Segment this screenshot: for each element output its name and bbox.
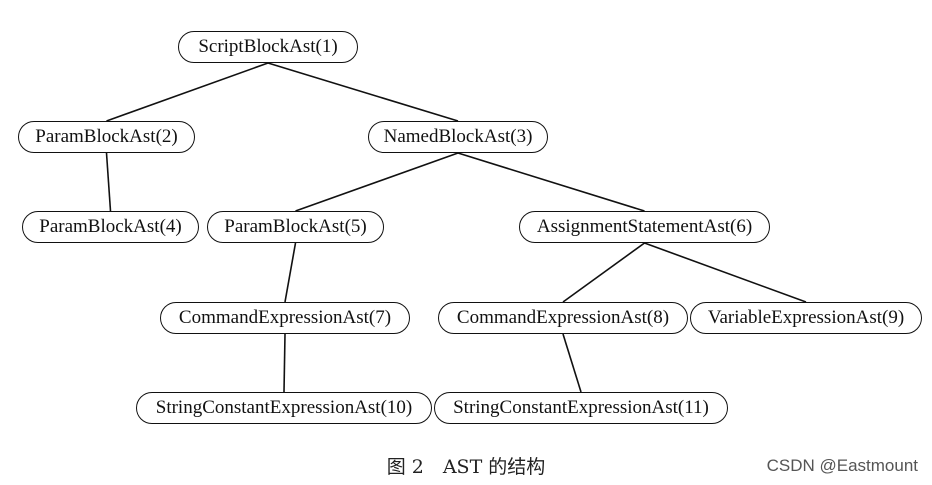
node-named-block-ast: NamedBlockAst(3) bbox=[368, 121, 548, 153]
edge-n6-n8 bbox=[562, 242, 645, 303]
figure-caption: 图 2 AST 的结构 bbox=[386, 456, 546, 478]
node-param-block-ast-5: ParamBlockAst(5) bbox=[207, 211, 384, 243]
node-script-block-ast: ScriptBlockAst(1) bbox=[178, 31, 358, 63]
watermark: CSDN @Eastmount bbox=[766, 456, 918, 475]
edge-n7-n10 bbox=[283, 333, 286, 393]
edge-n8-n11 bbox=[562, 333, 582, 393]
edge-n1-n2 bbox=[106, 62, 269, 122]
node-command-expression-ast-8: CommandExpressionAst(8) bbox=[438, 302, 688, 334]
edge-n1-n3 bbox=[267, 62, 459, 122]
node-string-constant-expression-ast-11: StringConstantExpressionAst(11) bbox=[434, 392, 728, 424]
node-command-expression-ast-7: CommandExpressionAst(7) bbox=[160, 302, 410, 334]
edge-n3-n5 bbox=[295, 152, 459, 212]
edge-n6-n9 bbox=[644, 242, 807, 303]
node-param-block-ast-4: ParamBlockAst(4) bbox=[22, 211, 199, 243]
node-string-constant-expression-ast-10: StringConstantExpressionAst(10) bbox=[136, 392, 432, 424]
edge-n2-n4 bbox=[105, 152, 112, 212]
node-param-block-ast-2: ParamBlockAst(2) bbox=[18, 121, 195, 153]
node-variable-expression-ast: VariableExpressionAst(9) bbox=[690, 302, 922, 334]
edge-n5-n7 bbox=[284, 242, 297, 303]
edge-n3-n6 bbox=[457, 152, 645, 212]
node-assignment-statement-ast: AssignmentStatementAst(6) bbox=[519, 211, 770, 243]
